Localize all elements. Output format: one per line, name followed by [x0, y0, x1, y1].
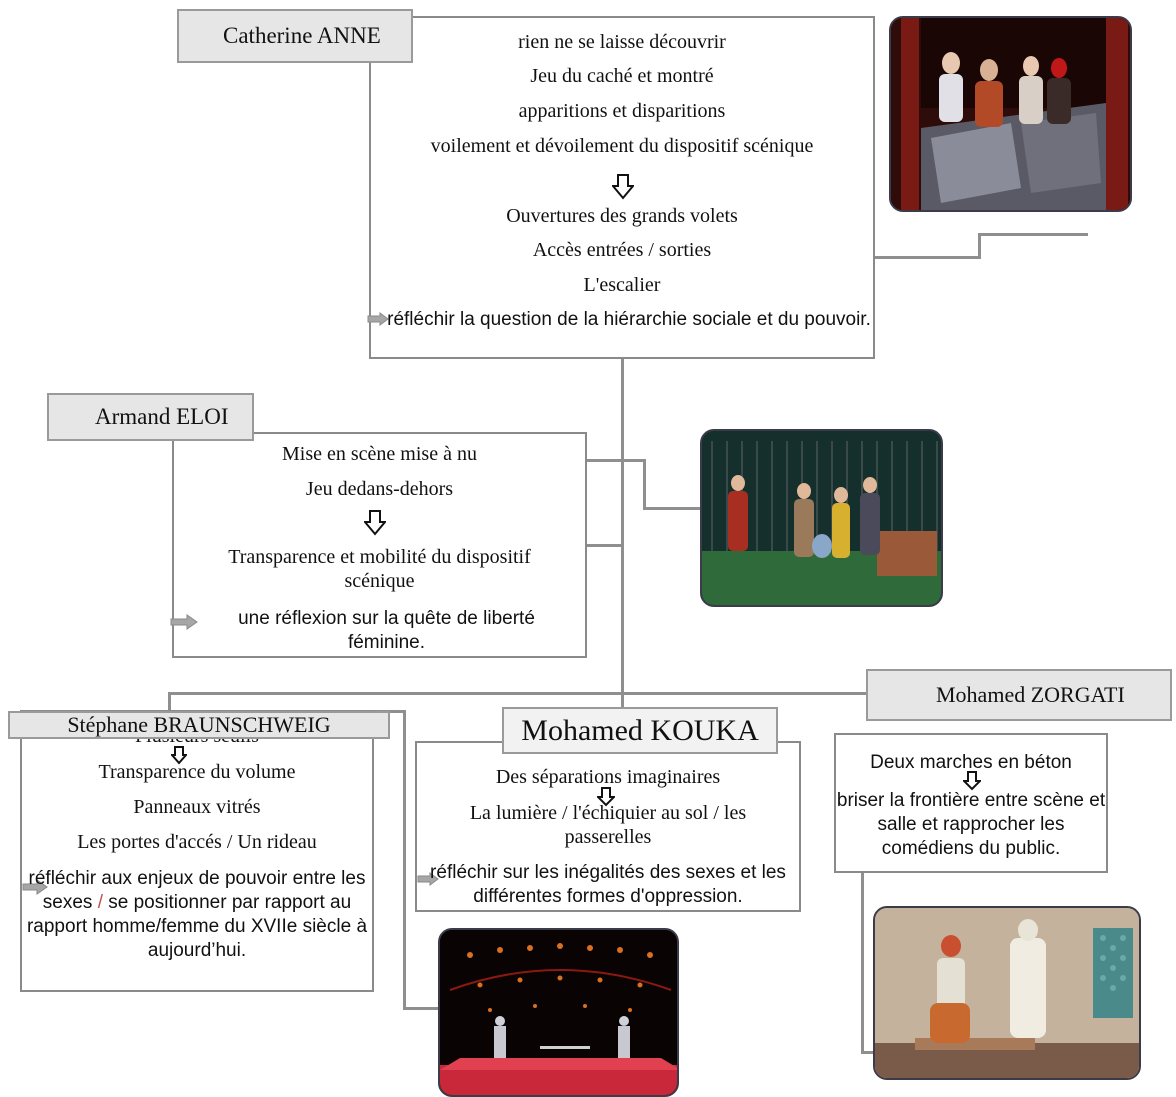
kouka-box: Des séparations imaginaires La lumière /…	[415, 741, 801, 912]
down-arrow-icon	[963, 771, 981, 791]
braunschweig-line-3: Panneaux vitrés	[133, 796, 261, 818]
connector-zorgati-photo-a	[861, 870, 864, 1053]
eloi-conclusion: une réflexion sur la quête de liberté fé…	[238, 608, 535, 653]
down-arrow-icon	[597, 787, 615, 807]
eloi-line-2: Jeu dedans-dehors	[305, 478, 454, 500]
kouka-conclusion: réfléchir sur les inégalités des sexes e…	[430, 862, 786, 907]
braunschweig-name-label: Stéphane BRAUNSCHWEIG	[8, 711, 390, 739]
zorgati-line-1: Deux marches en béton	[870, 752, 1072, 773]
braunschweig-box: Plusieurs seuils Transparence du volume …	[20, 710, 374, 992]
connector-trunk	[621, 357, 624, 697]
anne-box: rien ne se laisse découvrir Jeu du caché…	[367, 16, 875, 359]
braunschweig-stage-photo	[438, 928, 679, 1097]
kouka-line-2: La lumière / l'échiquier au sol / les pa…	[469, 802, 747, 848]
anne-line-4: voilement et dévoilement du dispositif s…	[430, 135, 814, 157]
connector-anne-photo-b	[978, 233, 981, 259]
connector-braun-photo-c	[403, 1007, 439, 1010]
kouka-name-label: Mohamed KOUKA	[502, 707, 778, 754]
connector-eloi	[585, 544, 623, 547]
braunschweig-line-2: Transparence du volume	[98, 761, 296, 783]
connector-anne-photo-c	[978, 233, 1088, 236]
eloi-line-3: Transparence et mobilité du dispositif s…	[228, 546, 531, 592]
connector-eloi-photo-b	[643, 459, 646, 509]
right-arrow-icon	[417, 872, 439, 886]
braunschweig-line-4: Les portes d'accés / Un rideau	[77, 831, 317, 853]
zorgati-box: Deux marches en béton briser la frontièr…	[834, 733, 1108, 873]
eloi-stage-photo	[700, 429, 943, 607]
anne-stage-photo	[889, 16, 1132, 212]
down-arrow-icon	[612, 174, 634, 200]
braunschweig-separator: /	[97, 892, 103, 913]
right-arrow-icon	[170, 614, 198, 630]
anne-line-1: rien ne se laisse découvrir	[518, 31, 726, 53]
zorgati-line-2: briser la frontière entre scène et salle…	[836, 790, 1106, 859]
right-arrow-icon	[22, 879, 48, 895]
connector-zorgati-photo-b	[861, 1051, 877, 1054]
connector-kouka-drop	[621, 692, 624, 708]
anne-line-6: Accès entrées / sorties	[532, 239, 712, 261]
connector-braun-drop	[168, 692, 171, 712]
braunschweig-conclusion-b: se positionner par rapport au rapport ho…	[26, 892, 368, 961]
right-arrow-icon	[367, 312, 389, 326]
connector-eloi-photo-c	[643, 507, 703, 510]
kouka-line-1: Des séparations imaginaires	[495, 766, 721, 788]
anne-line-3: apparitions et disparitions	[518, 100, 726, 122]
zorgati-stage-photo	[873, 906, 1141, 1080]
connector-anne-photo-a	[872, 256, 980, 259]
zorgati-name-label: Mohamed ZORGATI	[866, 669, 1172, 721]
eloi-line-1: Mise en scène mise à nu	[282, 443, 477, 465]
connector-horizontal	[168, 692, 868, 695]
eloi-box: Mise en scène mise à nu Jeu dedans-dehor…	[170, 432, 587, 658]
anne-name-label: Catherine ANNE	[177, 9, 413, 63]
down-arrow-icon	[364, 510, 386, 536]
connector-braun-photo-a	[403, 710, 406, 1010]
braunschweig-conclusion-a: réfléchir aux enjeux de pouvoir entre le…	[28, 868, 366, 913]
anne-line-5: Ouvertures des grands volets	[506, 205, 738, 227]
anne-conclusion: réfléchir la question de la hiérarchie s…	[387, 309, 871, 330]
braunschweig-conclusion: réfléchir aux enjeux de pouvoir entre le…	[24, 867, 370, 963]
anne-line-7: L'escalier	[583, 274, 661, 296]
connector-eloi-photo-a	[585, 459, 645, 462]
anne-line-2: Jeu du caché et montré	[530, 65, 714, 87]
eloi-name-label: Armand ELOI	[47, 393, 254, 441]
down-arrow-icon	[171, 746, 187, 765]
